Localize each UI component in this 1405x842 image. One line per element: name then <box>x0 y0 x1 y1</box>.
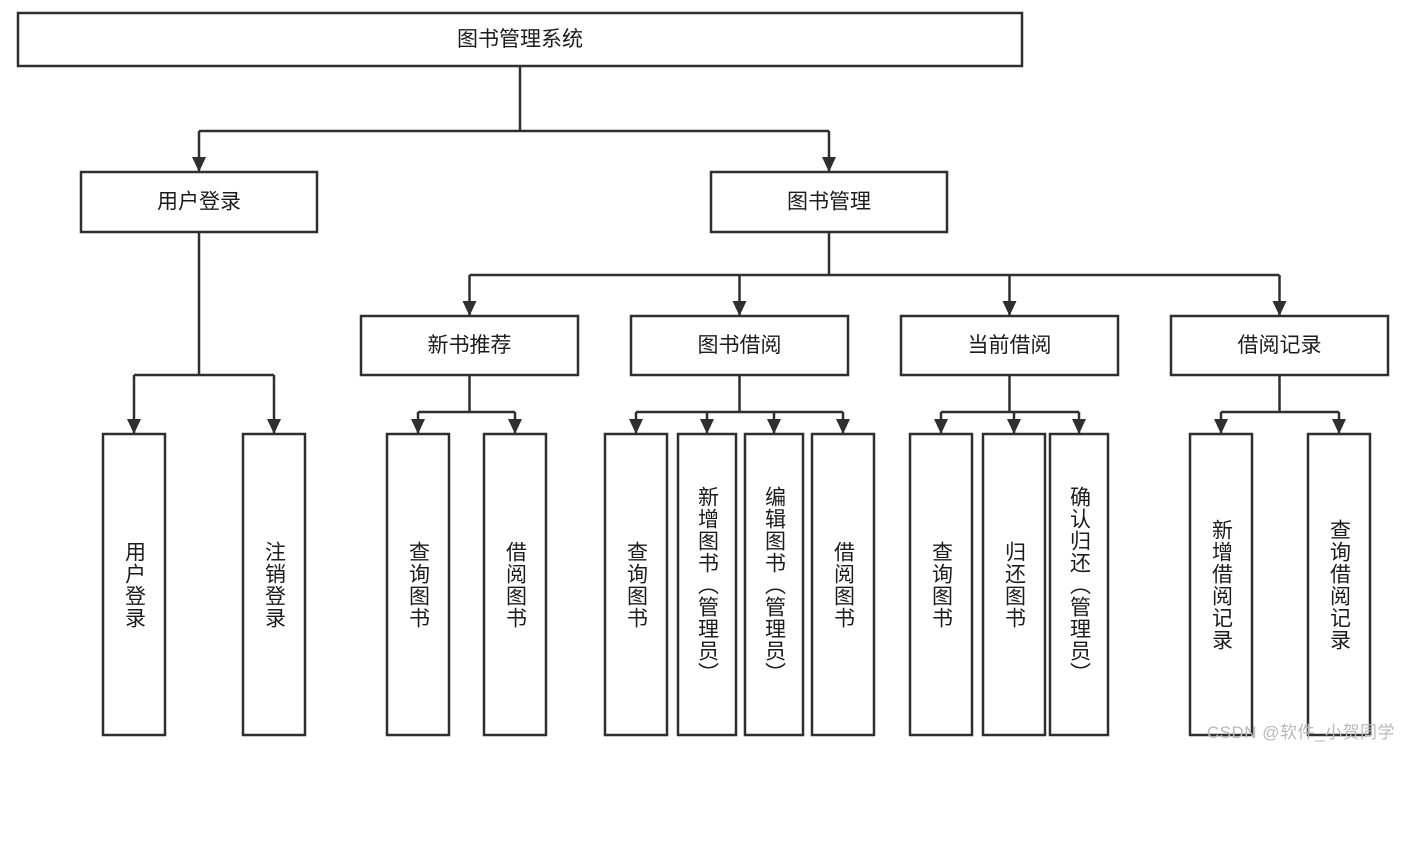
node-label-current-borrow: 当前借阅 <box>968 334 1052 357</box>
connector-user-login-arrow-0 <box>127 419 141 434</box>
node-box-leaf-logout <box>241 432 307 737</box>
connector-book-manage-arrow-3 <box>1272 301 1287 316</box>
node-box-user-login <box>79 170 319 234</box>
connector-book-manage-arrow-2 <box>1002 301 1017 316</box>
node-box-leaf-user-login <box>101 432 167 737</box>
node-box-leaf-add-book <box>676 432 738 737</box>
node-box-leaf-edit-book <box>743 432 805 737</box>
node-label-book-borrow: 图书借阅 <box>698 334 782 357</box>
connector-current-borrow-arrow-0 <box>934 419 948 434</box>
node-label-user-login: 用户登录 <box>157 191 241 214</box>
node-box-root <box>16 11 1024 68</box>
node-box-borrow-record <box>1169 314 1390 377</box>
connector-current-borrow-arrow-2 <box>1072 419 1086 434</box>
node-box-book-manage <box>709 170 949 234</box>
connector-borrow-record-arrow-1 <box>1332 419 1346 434</box>
node-box-leaf-add-borrow-record <box>1188 432 1254 737</box>
node-label-new-book-recommend: 新书推荐 <box>428 334 512 357</box>
connector-book-manage-arrow-0 <box>462 301 477 316</box>
connector-new-book-recommend-arrow-0 <box>411 419 425 434</box>
node-label-book-manage: 图书管理 <box>787 191 871 214</box>
node-box-current-borrow <box>899 314 1120 377</box>
node-box-leaf-query-book-current <box>908 432 974 737</box>
node-box-new-book-recommend <box>359 314 580 377</box>
node-box-leaf-return-book <box>981 432 1047 737</box>
connector-new-book-recommend-arrow-1 <box>508 419 522 434</box>
connector-book-borrow-arrow-2 <box>767 419 781 434</box>
node-box-leaf-query-book-borrow <box>603 432 669 737</box>
node-box-book-borrow <box>629 314 850 377</box>
connector-layer <box>127 66 1346 434</box>
connector-user-login-arrow-1 <box>267 419 281 434</box>
connector-book-borrow-arrow-3 <box>836 419 850 434</box>
connector-root-arrow-1 <box>822 157 836 172</box>
node-box-layer <box>16 11 1390 737</box>
flowchart-canvas: 图书管理系统用户登录图书管理新书推荐图书借阅当前借阅借阅记录 用户登录注销登录查… <box>16 11 1395 742</box>
node-label-root: 图书管理系统 <box>457 28 583 51</box>
connector-borrow-record-arrow-0 <box>1214 419 1228 434</box>
node-box-leaf-borrow-book <box>810 432 876 737</box>
node-box-leaf-borrow-book-recommend <box>482 432 548 737</box>
node-label-borrow-record: 借阅记录 <box>1238 334 1322 357</box>
csdn-watermark: CSDN @软件_小贺同学 <box>1206 723 1395 742</box>
connector-current-borrow-arrow-1 <box>1007 419 1021 434</box>
connector-book-manage-arrow-1 <box>732 301 747 316</box>
node-box-leaf-confirm-return <box>1048 432 1110 737</box>
connector-book-borrow-arrow-0 <box>629 419 643 434</box>
connector-book-borrow-arrow-1 <box>700 419 714 434</box>
node-box-leaf-query-borrow-record <box>1306 432 1372 737</box>
node-box-leaf-query-book-recommend <box>385 432 451 737</box>
connector-root-arrow-0 <box>192 157 206 172</box>
